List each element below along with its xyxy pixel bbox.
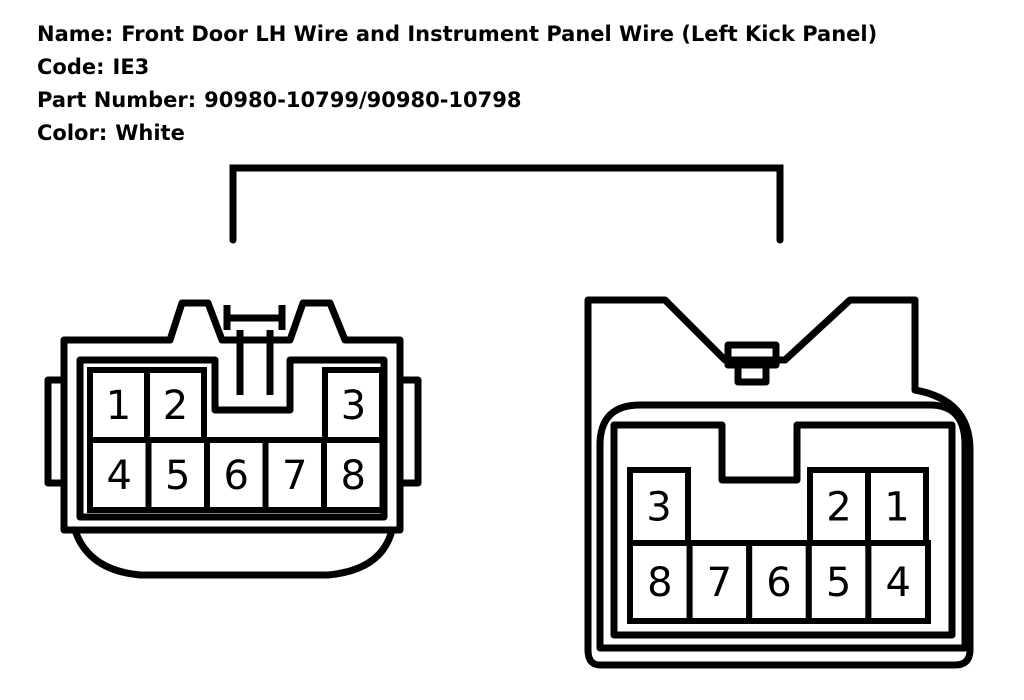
left-connector-side-latch-right bbox=[402, 376, 422, 487]
right-pin-cavity bbox=[865, 540, 932, 624]
left-pin-3: 3 bbox=[322, 367, 385, 443]
left-pin-cavity bbox=[262, 437, 327, 513]
code-label: Code: bbox=[37, 55, 105, 79]
left-pin-number: 7 bbox=[282, 453, 307, 499]
left-pin-2: 2 bbox=[144, 367, 207, 443]
right-pin-5: 5 bbox=[805, 540, 872, 624]
left-connector-lock-lever bbox=[223, 305, 286, 395]
right-pin-4: 4 bbox=[865, 540, 932, 624]
left-pin-number: 1 bbox=[106, 383, 131, 429]
left-pin-number: 4 bbox=[107, 453, 132, 499]
code-row: Code: IE3 bbox=[37, 51, 877, 84]
left-pin-cavity bbox=[144, 367, 207, 443]
left-pin-number: 8 bbox=[341, 453, 366, 499]
right-pin-cavity bbox=[627, 540, 693, 624]
name-label: Name: bbox=[37, 22, 114, 46]
part-number-value: 90980-10799/90980-10798 bbox=[204, 88, 522, 112]
right-pin-3: 3 bbox=[627, 467, 691, 546]
left-pin-8: 8 bbox=[321, 437, 386, 513]
left-pin-1: 1 bbox=[87, 367, 150, 443]
name-value: Front Door LH Wire and Instrument Panel … bbox=[121, 22, 878, 46]
right-pin-cavity bbox=[686, 540, 753, 624]
left-pin-6: 6 bbox=[204, 437, 269, 513]
left-connector-shell bbox=[60, 299, 404, 534]
right-pin-number: 2 bbox=[826, 485, 851, 531]
color-row: Color: White bbox=[37, 117, 877, 150]
left-connector-side-latch-left bbox=[44, 376, 64, 487]
left-connector-bottom-key bbox=[71, 528, 396, 579]
right-pin-cavity bbox=[805, 540, 872, 624]
left-pin-cavity bbox=[322, 367, 385, 443]
right-pin-number: 5 bbox=[826, 560, 851, 606]
left-pin-cavity bbox=[321, 437, 386, 513]
right-pin-number: 6 bbox=[766, 560, 791, 606]
right-pin-2: 2 bbox=[807, 467, 871, 546]
part-number-row: Part Number: 90980-10799/90980-10798 bbox=[37, 84, 877, 117]
left-pin-number: 5 bbox=[165, 453, 190, 499]
name-row: Name: Front Door LH Wire and Instrument P… bbox=[37, 18, 877, 51]
right-pin-number: 1 bbox=[884, 485, 909, 531]
left-pin-4: 4 bbox=[87, 437, 152, 513]
right-pin-7: 7 bbox=[686, 540, 753, 624]
right-pin-8: 8 bbox=[627, 540, 693, 624]
left-pin-number: 2 bbox=[163, 383, 188, 429]
right-pin-6: 6 bbox=[746, 540, 812, 624]
left-connector-cavity-outline bbox=[76, 356, 388, 521]
right-pin-number: 7 bbox=[707, 560, 732, 606]
right-connector-cavity-outline bbox=[610, 421, 956, 639]
left-pin-number: 6 bbox=[224, 453, 249, 499]
left-connector bbox=[44, 299, 422, 579]
left-pin-cavity bbox=[204, 437, 269, 513]
right-pin-number: 8 bbox=[647, 560, 672, 606]
connector-info: Name: Front Door LH Wire and Instrument P… bbox=[37, 18, 877, 150]
right-connector-housing bbox=[596, 401, 969, 652]
right-connector-shell bbox=[584, 296, 974, 669]
right-pin-number: 3 bbox=[646, 485, 671, 531]
left-pin-7: 7 bbox=[262, 437, 327, 513]
part-number-label: Part Number: bbox=[37, 88, 197, 112]
color-label: Color: bbox=[37, 121, 108, 145]
mating-bracket bbox=[229, 164, 784, 244]
right-pin-number: 4 bbox=[885, 560, 910, 606]
code-value: IE3 bbox=[112, 55, 150, 79]
right-connector bbox=[584, 296, 974, 669]
color-value: White bbox=[115, 121, 185, 145]
left-pin-5: 5 bbox=[145, 437, 210, 513]
right-pin-1: 1 bbox=[865, 467, 929, 546]
left-pin-number: 3 bbox=[341, 383, 366, 429]
right-connector-latch bbox=[724, 341, 780, 386]
